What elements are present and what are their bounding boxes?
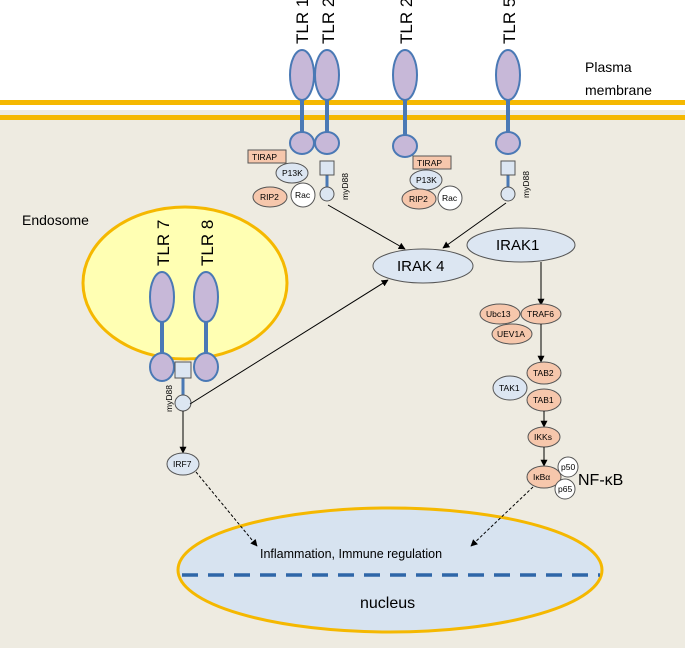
plasma-membrane-label-line2: membrane <box>585 82 652 98</box>
tirap-label-2: TIRAP <box>417 158 442 168</box>
endosome <box>81 205 289 361</box>
p13k-node-1 <box>275 162 309 184</box>
dashed-arrow-nfkb-to-nucleus <box>470 486 534 547</box>
rac-label-2: Rac <box>442 193 458 203</box>
tlr8-receptor <box>174 271 219 412</box>
myd88-label-3: myD88 <box>164 385 174 412</box>
p50-node <box>557 456 579 478</box>
tlr2-pair-label: TLR 2 <box>319 0 338 44</box>
tlr2-receptor-single <box>392 49 418 158</box>
irak4-label: IRAK 4 <box>397 258 445 275</box>
myd88-circle <box>500 186 516 202</box>
traf6-label: TRAF6 <box>527 309 554 319</box>
rip2-node-2 <box>401 188 437 210</box>
tab1-label: TAB1 <box>533 395 554 405</box>
rac-label-1: Rac <box>295 190 311 200</box>
tlr2-receptor-paired <box>314 49 340 202</box>
p65-node <box>554 478 576 500</box>
adaptor-cluster-2: TIRAP P13K RIP2 Rac <box>401 155 463 211</box>
plasma-membrane <box>0 100 685 120</box>
rac-node-1 <box>290 182 316 208</box>
tir-domain-box <box>500 160 516 176</box>
irf7-node <box>166 452 200 476</box>
nucleus-inner-text: Inflammation, Immune regulation <box>260 547 442 561</box>
irak4-node <box>372 248 474 284</box>
uev1a-node <box>491 323 533 345</box>
tirap-box-2 <box>412 155 452 170</box>
rac-node-2 <box>437 185 463 211</box>
myd88-circle <box>319 186 335 202</box>
nfkb-label: NF-κB <box>578 472 623 489</box>
tlr1-label: TLR 1 <box>293 0 312 44</box>
adaptor-cluster-1: TIRAP P13K RIP2 Rac <box>247 149 316 208</box>
p13k-label-2: P13K <box>416 175 437 185</box>
tir-domain-box <box>174 361 192 379</box>
ikba-node <box>526 465 562 489</box>
rip2-label-2: RIP2 <box>409 194 428 204</box>
tak1-label: TAK1 <box>499 383 520 393</box>
irf7-label: IRF7 <box>173 459 192 469</box>
nucleus-label: nucleus <box>360 595 415 612</box>
tlr7-label: TLR 7 <box>154 220 173 266</box>
uev1a-label: UEV1A <box>497 329 525 339</box>
ikba-label: IκBα <box>533 472 550 482</box>
irak1-node <box>466 227 576 263</box>
p50-label: p50 <box>561 462 575 472</box>
myd88-circle <box>174 394 192 412</box>
tirap-label-1: TIRAP <box>252 152 277 162</box>
tlr5-receptor <box>495 49 521 202</box>
tab2-node <box>526 361 562 385</box>
tab2-label: TAB2 <box>533 368 554 378</box>
arrow-tlr1-to-irak4 <box>327 204 406 250</box>
arrow-tlr5-to-irak4 <box>442 202 507 249</box>
p65-label: p65 <box>558 484 572 494</box>
plasma-membrane-label-line1: Plasma <box>585 59 632 75</box>
tlr5-label: TLR 5 <box>500 0 519 44</box>
irak1-label: IRAK1 <box>496 237 539 254</box>
tir-domain-box <box>319 160 335 176</box>
endosome-label: Endosome <box>22 212 89 228</box>
tlr2-single-label: TLR 2 <box>397 0 416 44</box>
tlr7-receptor <box>149 271 175 382</box>
arrow-myd88-to-irak4 <box>189 279 389 405</box>
tak1-node <box>492 375 528 401</box>
myd88-label-1: myD88 <box>340 173 350 200</box>
rip2-node-1 <box>252 186 288 208</box>
nucleus <box>176 506 604 634</box>
ubc13-node <box>479 303 521 325</box>
tlr8-label: TLR 8 <box>198 220 217 266</box>
rip2-label-1: RIP2 <box>260 192 279 202</box>
ubc13-label: Ubc13 <box>486 309 511 319</box>
p13k-label-1: P13K <box>282 168 303 178</box>
dashed-arrow-irf7-to-nucleus <box>195 471 258 547</box>
tirap-box-1 <box>247 149 287 164</box>
ikks-label: IKKs <box>534 432 552 442</box>
myd88-label-2: myD88 <box>521 171 531 198</box>
